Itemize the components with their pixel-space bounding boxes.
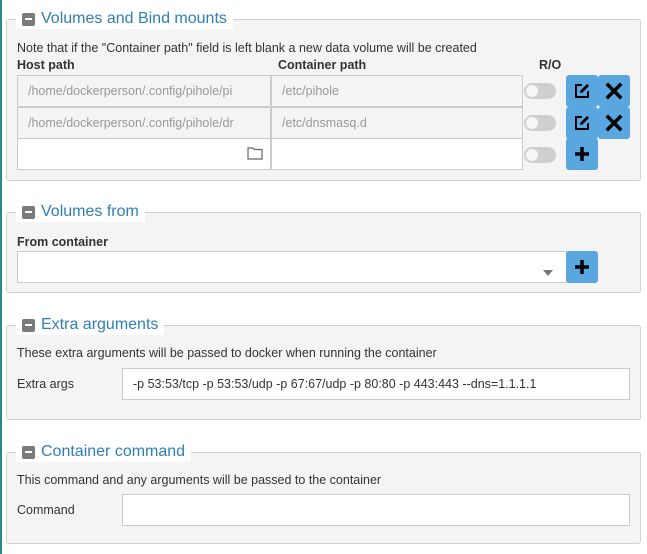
extra-arguments-section-title: Extra arguments bbox=[41, 316, 159, 333]
command-label: Command bbox=[17, 503, 75, 517]
extra-args-input[interactable]: -p 53:53/tcp -p 53:53/udp -p 67:67/udp -… bbox=[122, 368, 630, 400]
container-command-section-title: Container command bbox=[41, 443, 186, 460]
from-container-label: From container bbox=[17, 235, 108, 249]
host-path-input[interactable]: /home/dockerperson/.config/pihole/dr bbox=[17, 107, 271, 139]
delete-icon bbox=[605, 82, 623, 100]
collapse-icon[interactable] bbox=[22, 445, 35, 459]
delete-icon bbox=[605, 114, 623, 132]
from-container-select[interactable] bbox=[17, 251, 567, 283]
edit-icon bbox=[575, 116, 589, 130]
volumes-section-title: Volumes and Bind mounts bbox=[41, 10, 227, 27]
delete-button[interactable] bbox=[598, 107, 630, 139]
read-only-header: R/O bbox=[539, 58, 562, 72]
extra-arguments-section-legend[interactable]: Extra arguments bbox=[16, 315, 165, 335]
left-accent-bar bbox=[0, 0, 2, 554]
container-path-input[interactable]: /etc/dnsmasq.d bbox=[271, 107, 523, 139]
add-icon bbox=[575, 260, 589, 274]
dropdown-caret-icon[interactable] bbox=[543, 264, 553, 279]
volumes-section-legend[interactable]: Volumes and Bind mounts bbox=[16, 9, 233, 29]
container-command-section: Container command This command and any a… bbox=[6, 442, 641, 544]
extra-args-label: Extra args bbox=[17, 377, 74, 391]
volumes-from-section-title: Volumes from bbox=[41, 203, 139, 220]
read-only-toggle[interactable] bbox=[524, 147, 556, 163]
command-input[interactable] bbox=[122, 494, 630, 526]
collapse-icon[interactable] bbox=[22, 318, 35, 332]
container-command-note: This command and any arguments will be p… bbox=[17, 473, 382, 487]
host-path-input[interactable]: /home/dockerperson/.config/pihole/pi bbox=[17, 75, 271, 107]
collapse-icon[interactable] bbox=[22, 12, 35, 26]
edit-button[interactable] bbox=[566, 75, 598, 107]
delete-button[interactable] bbox=[598, 75, 630, 107]
extra-arguments-section: Extra arguments These extra arguments wi… bbox=[6, 315, 641, 420]
container-path-header: Container path bbox=[278, 58, 367, 72]
new-host-path-input[interactable] bbox=[17, 138, 271, 170]
read-only-toggle[interactable] bbox=[524, 83, 556, 99]
container-command-section-legend[interactable]: Container command bbox=[16, 442, 192, 462]
new-container-path-input[interactable] bbox=[271, 138, 523, 170]
volumes-from-section: Volumes from From container bbox=[6, 202, 641, 293]
add-icon bbox=[575, 147, 589, 161]
add-volume-button[interactable] bbox=[566, 138, 598, 170]
read-only-toggle[interactable] bbox=[524, 115, 556, 131]
collapse-icon[interactable] bbox=[22, 205, 35, 219]
volumes-from-section-legend[interactable]: Volumes from bbox=[16, 202, 145, 222]
add-volumes-from-button[interactable] bbox=[566, 251, 598, 283]
edit-button[interactable] bbox=[566, 107, 598, 139]
edit-icon bbox=[575, 84, 589, 98]
host-path-header: Host path bbox=[17, 58, 75, 72]
volumes-section: Volumes and Bind mounts Note that if the… bbox=[6, 9, 641, 181]
folder-icon[interactable] bbox=[247, 146, 263, 163]
container-path-input[interactable]: /etc/pihole bbox=[271, 75, 523, 107]
extra-arguments-note: These extra arguments will be passed to … bbox=[17, 346, 437, 360]
volumes-note: Note that if the "Container path" field … bbox=[17, 41, 477, 55]
